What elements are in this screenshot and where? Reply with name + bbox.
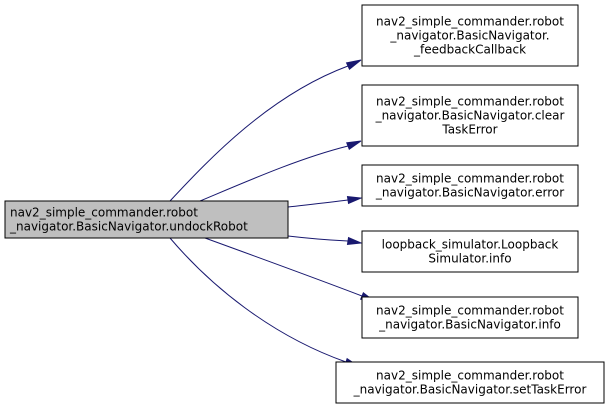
root-function-node-label-line: nav2_simple_commander.robot (10, 206, 198, 220)
call-edge-2 (199, 145, 349, 202)
callee-node-5-box (361, 296, 579, 339)
root-function-node[interactable]: nav2_simple_commander.robot_navigator.Ba… (4, 200, 289, 239)
root-function-node-label-line: _navigator.BasicNavigator.undockRobot (9, 220, 248, 234)
callee-node-4-label-line: Simulator.info (428, 252, 511, 266)
callee-node-2-label-line: _navigator.BasicNavigator.clear (375, 109, 565, 123)
callee-node-6[interactable]: nav2_simple_commander.robot_navigator.Ba… (335, 361, 605, 404)
callee-node-1-label-line: _navigator.BasicNavigator. (389, 29, 549, 43)
callee-node-6-box (335, 361, 605, 404)
callee-node-2-label-line: nav2_simple_commander.robot (376, 95, 564, 109)
call-edge-6 (169, 237, 347, 363)
call-nodes: nav2_simple_commander.robot_navigator.Ba… (4, 4, 605, 404)
callee-node-3-label-line: nav2_simple_commander.robot (376, 172, 564, 186)
callee-node-1-box (361, 4, 579, 67)
call-edge-4 (287, 235, 349, 242)
arrow-head-1 (345, 59, 362, 70)
callee-node-4-label-line: loopback_simulator.Loopback (382, 238, 559, 252)
callee-node-2-label-line: TaskError (441, 123, 497, 137)
root-function-node-box (4, 200, 289, 239)
arrow-head-4 (346, 236, 363, 246)
arrow-head-2 (346, 140, 362, 151)
callee-node-2-box (361, 84, 579, 147)
callee-node-6-label-line: nav2_simple_commander.robot (376, 369, 564, 383)
callee-node-5[interactable]: nav2_simple_commander.robot_navigator.Ba… (361, 296, 579, 339)
callee-node-3-box (361, 164, 579, 207)
arrow-head-3 (346, 195, 363, 205)
callee-node-1-label-line: _feedbackCallback (413, 43, 526, 57)
callee-node-1[interactable]: nav2_simple_commander.robot_navigator.Ba… (361, 4, 579, 67)
callee-node-4[interactable]: loopback_simulator.LoopbackSimulator.inf… (361, 230, 579, 273)
callee-node-2[interactable]: nav2_simple_commander.robot_navigator.Ba… (361, 84, 579, 147)
call-edge-5 (204, 237, 363, 297)
call-edges (169, 59, 376, 367)
callee-node-1-label-line: nav2_simple_commander.robot (376, 15, 564, 29)
callee-node-3-label-line: _navigator.BasicNavigator.error (375, 186, 564, 200)
call-edge-3 (287, 199, 349, 208)
callee-node-3[interactable]: nav2_simple_commander.robot_navigator.Ba… (361, 164, 579, 207)
call-edge-1 (169, 65, 349, 202)
callee-node-4-box (361, 230, 579, 273)
callee-node-5-label-line: _navigator.BasicNavigator.info (378, 318, 561, 332)
callee-node-6-label-line: _navigator.BasicNavigator.setTaskError (353, 383, 587, 397)
callee-node-5-label-line: nav2_simple_commander.robot (376, 304, 564, 318)
